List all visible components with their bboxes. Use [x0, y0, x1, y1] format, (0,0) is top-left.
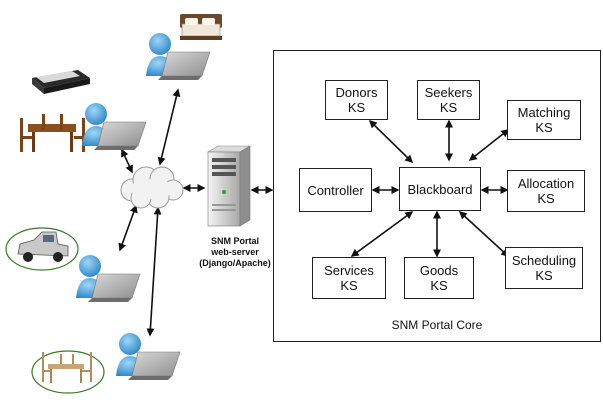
chairs-icon [31, 350, 105, 394]
internet-cloud-icon [120, 166, 184, 209]
scheduling-ks-label: Scheduling KS [511, 253, 577, 283]
bed-icon [32, 70, 90, 94]
server-label: SNM Portal web-server (Django/Apache) [199, 236, 271, 268]
pickup-truck-icon [5, 227, 79, 271]
scheduling-ks-box: Scheduling KS [505, 247, 583, 289]
goods-ks-label: Goods KS [419, 263, 459, 293]
link-donors-blackboard [368, 119, 414, 164]
core-links [350, 119, 510, 258]
link-user2-cloud [121, 148, 133, 174]
link-services-blackboard [350, 211, 414, 257]
user-with-laptop-icon [146, 33, 211, 80]
donors-ks-box: Donors KS [325, 80, 388, 120]
bed-icon [180, 14, 222, 40]
seekers-ks-label: Seekers KS [424, 85, 473, 115]
controller-label: Controller [307, 182, 364, 198]
allocation-ks-box: Allocation KS [507, 170, 585, 212]
core-title: SNM Portal Core [391, 318, 483, 332]
matching-ks-box: Matching KS [507, 100, 581, 140]
link-matching-blackboard [468, 129, 510, 161]
link-scheduling-blackboard [458, 210, 510, 258]
user-with-laptop-icon [116, 333, 181, 380]
services-ks-box: Services KS [312, 257, 386, 299]
donors-ks-label: Donors KS [335, 85, 378, 115]
allocation-ks-label: Allocation KS [517, 176, 575, 206]
link-user1-cloud [157, 88, 181, 166]
controller-box: Controller [299, 168, 372, 212]
user-cloud-links [118, 88, 274, 337]
services-ks-label: Services KS [324, 263, 374, 293]
blackboard-label: Blackboard [407, 181, 473, 197]
server-tower-icon [206, 145, 252, 227]
snm-portal-core-box [273, 50, 601, 342]
link-user4-cloud [146, 206, 162, 337]
link-user3-cloud [118, 204, 138, 252]
user-with-laptop-icon [82, 103, 147, 150]
goods-ks-box: Goods KS [404, 257, 474, 299]
dining-table-icon [20, 114, 86, 152]
blackboard-box: Blackboard [399, 167, 481, 211]
matching-ks-label: Matching KS [517, 105, 571, 135]
seekers-ks-box: Seekers KS [417, 80, 480, 120]
user-with-laptop-icon [76, 255, 141, 302]
